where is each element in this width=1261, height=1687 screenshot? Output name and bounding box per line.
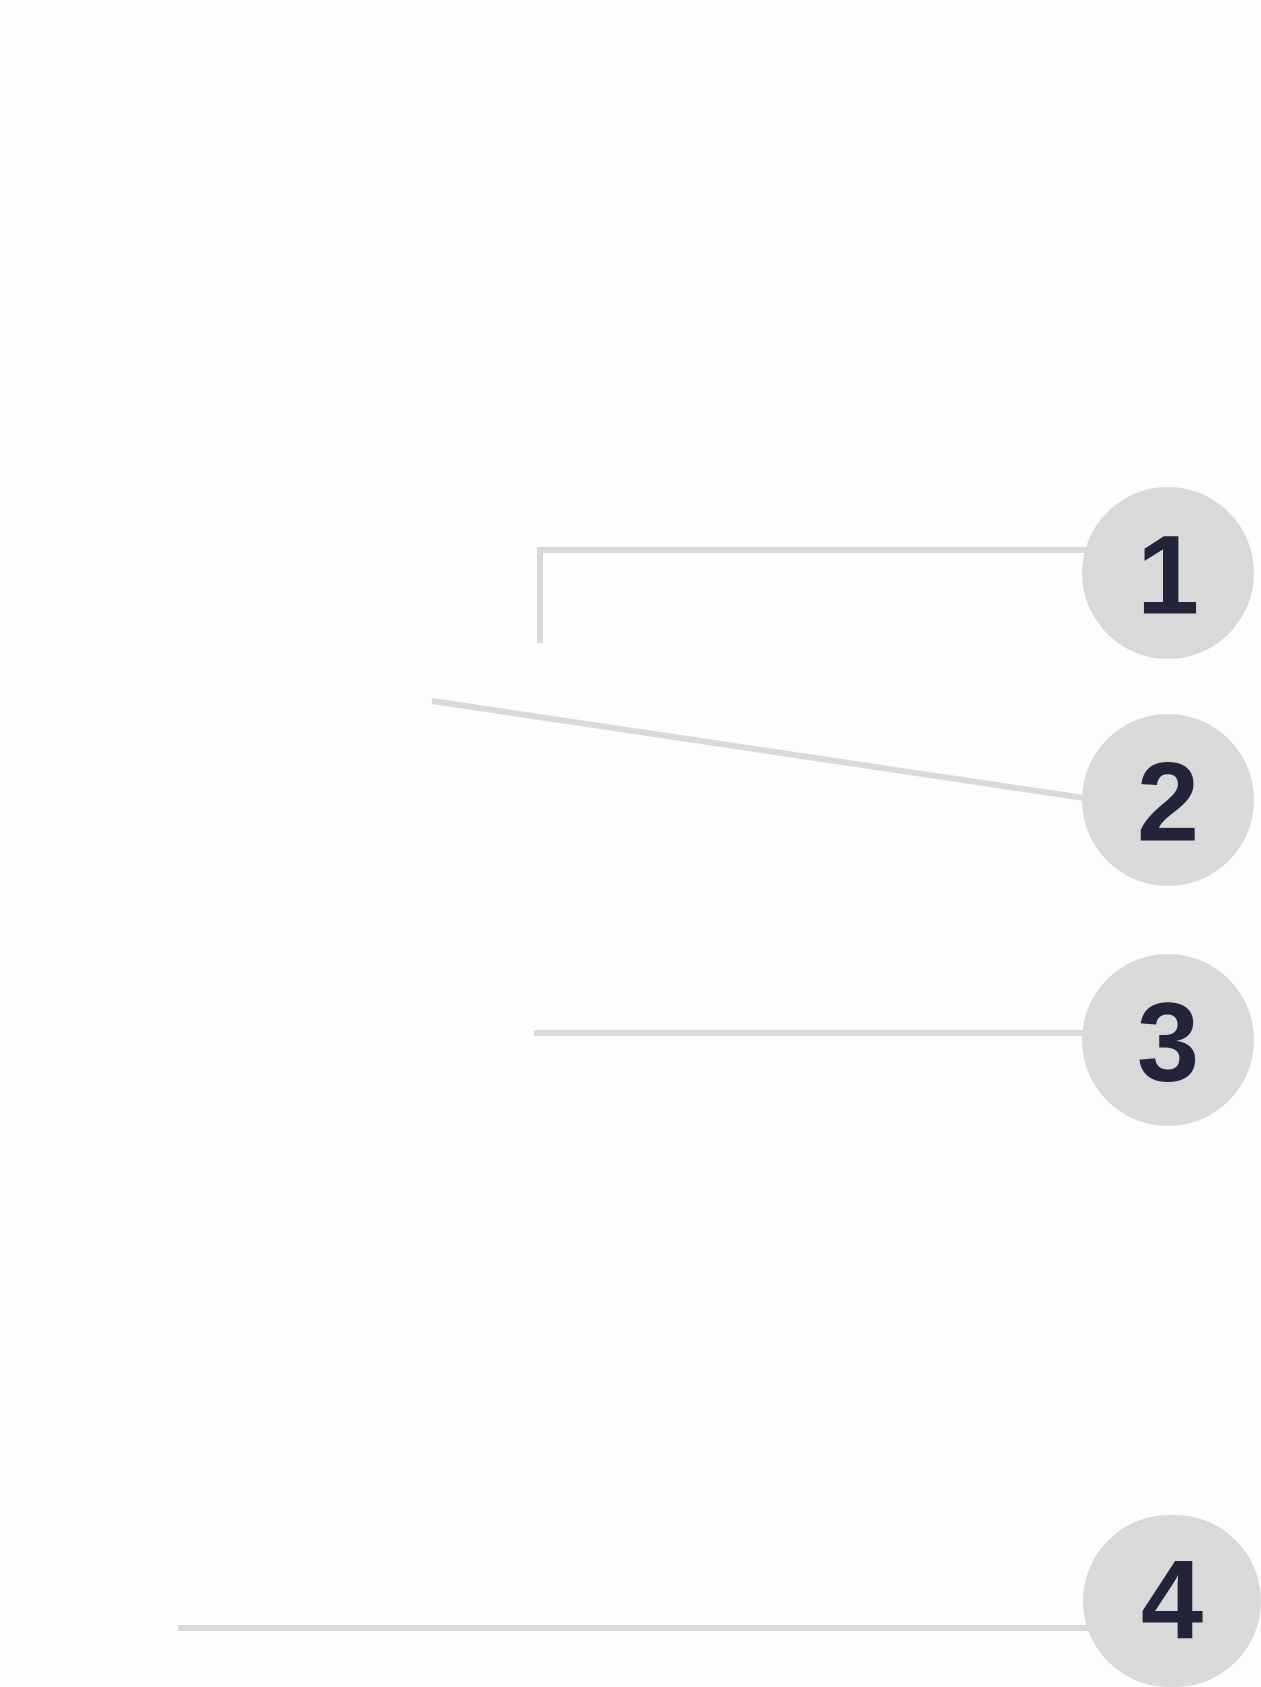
callout-2: 2 [1082,714,1254,886]
callout-2-number: 2 [1137,740,1199,865]
callout-3-badge [1082,954,1254,1126]
leader-lines [178,547,1090,1631]
callout-3: 3 [1082,954,1254,1126]
leader-line-2 [431,698,1085,801]
callout-4-number: 4 [1141,1538,1203,1663]
callout-1-badge [1082,487,1254,659]
leader-line-1 [537,547,1088,643]
callout-4: 4 [1083,1515,1261,1687]
callout-2-badge [1082,714,1254,886]
callout-3-number: 3 [1137,980,1199,1105]
callout-1: 1 [1082,487,1254,659]
callout-1-number: 1 [1137,513,1199,638]
callout-4-badge [1083,1515,1261,1687]
